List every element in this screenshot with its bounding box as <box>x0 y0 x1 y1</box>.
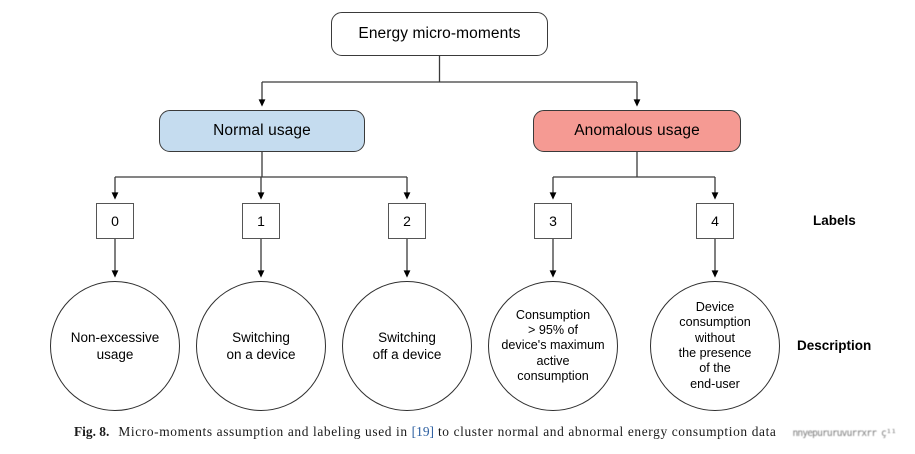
caption-citation-link[interactable]: [19] <box>411 424 434 439</box>
description-circle-3[interactable]: Consumption > 95% of device's maximum ac… <box>488 281 618 411</box>
root-node-label: Energy micro-moments <box>358 25 521 42</box>
label-box-value: 3 <box>549 213 557 229</box>
caption-render-artifact: nnyepururuvurrxrr ç¹¹ <box>792 428 896 439</box>
caption-text-before-citation: Micro-moments assumption and labeling us… <box>118 424 412 439</box>
category-node-label: Anomalous usage <box>574 122 700 139</box>
diagram-canvas: Energy micro-moments Normal usage Anomal… <box>50 12 872 411</box>
label-box-1[interactable]: 1 <box>242 203 280 239</box>
label-box-value: 2 <box>403 213 411 229</box>
label-box-3[interactable]: 3 <box>534 203 572 239</box>
label-box-2[interactable]: 2 <box>388 203 426 239</box>
category-node-anomalous-usage[interactable]: Anomalous usage <box>533 110 741 152</box>
figure-caption: Fig. 8. Micro-moments assumption and labe… <box>0 424 915 440</box>
label-box-0[interactable]: 0 <box>96 203 134 239</box>
row-annotation-description: Description <box>797 338 872 353</box>
description-circle-text: Device consumption without the presence … <box>678 299 752 391</box>
label-box-value: 4 <box>711 213 719 229</box>
category-node-label: Normal usage <box>213 122 311 139</box>
row-annotation-labels: Labels <box>813 213 856 228</box>
label-box-value: 0 <box>111 213 119 229</box>
figure-number: Fig. 8. <box>74 424 110 439</box>
label-box-value: 1 <box>257 213 265 229</box>
label-box-4[interactable]: 4 <box>696 203 734 239</box>
category-node-normal-usage[interactable]: Normal usage <box>159 110 365 152</box>
description-circle-text: Consumption > 95% of device's maximum ac… <box>501 307 605 384</box>
description-circle-text: Switching on a device <box>226 329 296 362</box>
root-node-energy-micro-moments[interactable]: Energy micro-moments <box>331 12 548 56</box>
description-circle-4[interactable]: Device consumption without the presence … <box>650 281 780 411</box>
caption-text-after-citation: to cluster normal and abnormal energy co… <box>433 424 777 439</box>
description-circle-1[interactable]: Switching on a device <box>196 281 326 411</box>
description-circle-text: Non-excessive usage <box>70 329 160 362</box>
description-circle-0[interactable]: Non-excessive usage <box>50 281 180 411</box>
description-circle-text: Switching off a device <box>372 329 442 362</box>
description-circle-2[interactable]: Switching off a device <box>342 281 472 411</box>
